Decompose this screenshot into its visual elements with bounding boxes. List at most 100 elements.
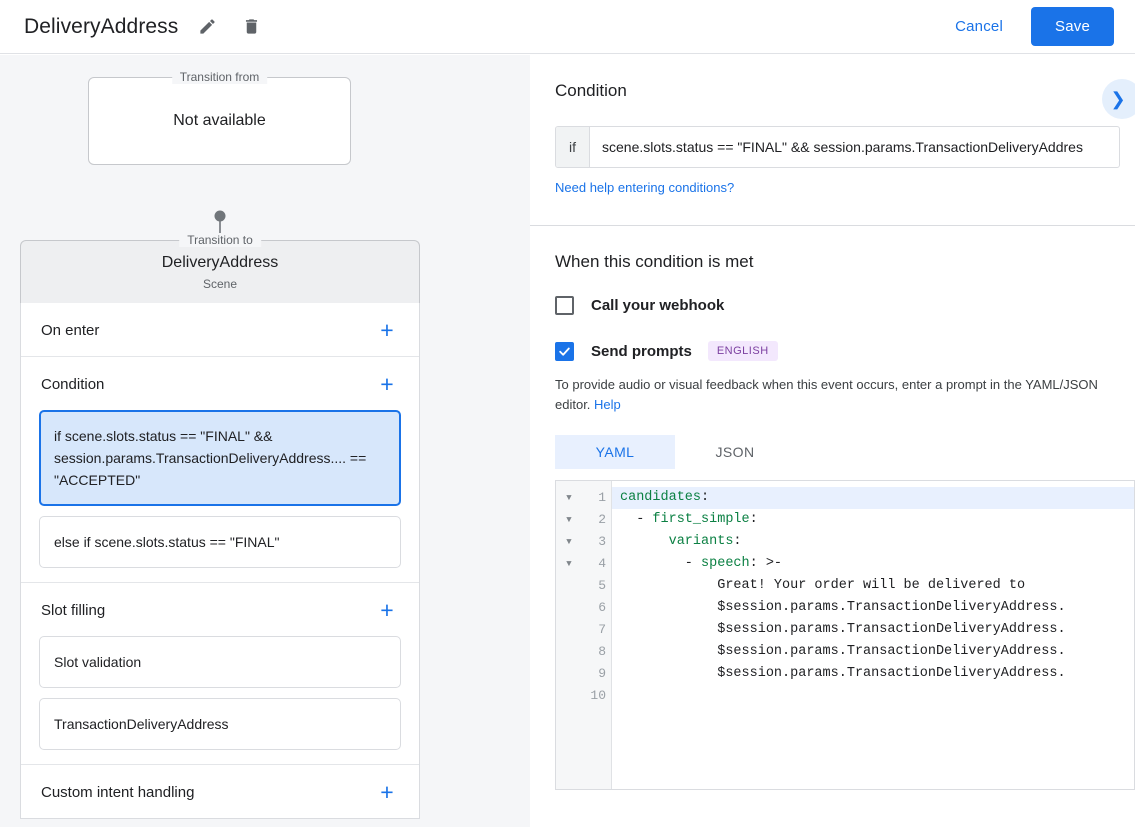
add-icon[interactable]: + <box>380 371 394 397</box>
transition-to-node[interactable]: Transition to DeliveryAddress Scene <box>20 233 420 303</box>
code-token: candidates <box>620 490 702 505</box>
cancel-button[interactable]: Cancel <box>941 9 1017 44</box>
section-condition: Condition + if scene.slots.status == "FINA… <box>21 357 419 583</box>
section-header: Custom intent handling + <box>21 765 419 818</box>
webhook-row: Call your webhook <box>555 296 1135 315</box>
section-title: Condition <box>41 376 105 393</box>
code-token: Great! Your order will be delivered to <box>620 578 1026 593</box>
send-prompts-label: Send prompts <box>591 342 692 360</box>
tab-yaml[interactable]: YAML <box>555 435 675 469</box>
section-divider <box>530 225 1135 226</box>
line-number: 5 <box>598 578 606 593</box>
code-token: variants <box>668 534 734 549</box>
add-icon[interactable]: + <box>380 317 394 343</box>
prompts-note-text: To provide audio or visual feedback when… <box>555 377 1098 412</box>
right-panel: Condition ❯ if Need help entering condit… <box>530 55 1135 827</box>
save-button[interactable]: Save <box>1031 7 1114 46</box>
page-title: DeliveryAddress <box>24 14 179 38</box>
fold-arrow-icon[interactable]: ▼ <box>566 537 572 547</box>
line-number: 2 <box>598 512 606 527</box>
code-line[interactable]: variants: <box>612 531 1134 553</box>
section-custom-intent-handling: Custom intent handling + <box>21 765 419 818</box>
code-line[interactable]: Great! Your order will be delivered to <box>612 575 1134 597</box>
code-line[interactable]: $session.params.TransactionDeliveryAddre… <box>612 663 1134 685</box>
line-number: 3 <box>598 534 606 549</box>
section-title: Custom intent handling <box>41 784 195 801</box>
code-token: : <box>749 512 758 527</box>
editor-code-area[interactable]: candidates: - first_simple: variants: - … <box>612 481 1134 789</box>
condition-input-row: if <box>555 126 1120 168</box>
topbar-actions: Cancel Save <box>941 7 1135 46</box>
prompts-help-link[interactable]: Help <box>594 397 621 412</box>
send-prompts-row: Send prompts ENGLISH <box>555 341 1135 361</box>
code-line[interactable]: $session.params.TransactionDeliveryAddre… <box>612 619 1134 641</box>
line-number: 1 <box>598 490 606 505</box>
condition-if-label: if <box>556 127 590 167</box>
line-number: 9 <box>598 666 606 681</box>
when-condition-met-heading: When this condition is met <box>555 252 754 271</box>
fold-spacer <box>556 663 582 685</box>
fold-arrow-icon[interactable]: ▼ <box>566 559 572 569</box>
line-number: 8 <box>598 644 606 659</box>
condition-section: Condition ❯ if Need help entering condit… <box>530 55 1135 225</box>
transition-from-legend: Transition from <box>171 70 268 84</box>
send-prompts-checkbox[interactable] <box>555 341 574 361</box>
code-token: : >- <box>749 556 783 571</box>
fold-spacer <box>556 641 582 663</box>
top-app-bar: DeliveryAddress Cancel Save <box>0 0 1135 54</box>
chevron-right-icon[interactable]: ❯ <box>1102 79 1135 119</box>
line-number: 7 <box>598 622 606 637</box>
code-token <box>620 534 669 549</box>
tab-json[interactable]: JSON <box>715 444 755 460</box>
section-title: Slot filling <box>41 602 106 619</box>
call-webhook-checkbox[interactable] <box>555 296 574 315</box>
condition-help-link[interactable]: Need help entering conditions? <box>555 180 735 195</box>
checkmark-icon <box>559 347 570 356</box>
section-title: On enter <box>41 322 100 339</box>
code-line[interactable]: $session.params.TransactionDeliveryAddre… <box>612 641 1134 663</box>
call-webhook-label: Call your webhook <box>591 297 725 314</box>
section-header: Condition + <box>21 357 419 410</box>
code-line[interactable]: $session.params.TransactionDeliveryAddre… <box>612 597 1134 619</box>
list-item[interactable]: TransactionDeliveryAddress <box>39 698 401 750</box>
transition-to-subtitle: Scene <box>202 277 238 291</box>
code-token: speech <box>701 556 750 571</box>
scene-sections-card: On enter + Condition + if scene.slots.status… <box>20 303 420 819</box>
add-icon[interactable]: + <box>380 779 394 805</box>
chevron-glyph: ❯ <box>1110 89 1126 109</box>
transition-to-name: DeliveryAddress <box>161 254 279 271</box>
section-header: On enter + <box>21 303 419 356</box>
fold-spacer <box>556 619 582 641</box>
condition-expression-input[interactable] <box>590 127 1119 167</box>
fold-spacer <box>556 685 582 707</box>
code-line[interactable]: - first_simple: <box>612 509 1134 531</box>
code-token: first_simple <box>652 512 750 527</box>
transition-from-value: Not available <box>173 112 266 129</box>
list-item[interactable]: else if scene.slots.status == "FINAL" <box>39 516 401 568</box>
code-line[interactable] <box>612 685 1134 707</box>
pencil-icon[interactable] <box>192 12 222 42</box>
section-on-enter: On enter + <box>21 303 419 357</box>
code-line[interactable]: candidates: <box>612 487 1134 509</box>
list-item[interactable]: Slot validation <box>39 636 401 688</box>
add-icon[interactable]: + <box>380 597 394 623</box>
trash-icon[interactable] <box>236 12 266 42</box>
list-item[interactable]: if scene.slots.status == "FINAL" && sess… <box>39 410 401 506</box>
fold-arrow-icon[interactable]: ▼ <box>566 493 572 503</box>
code-token: : <box>701 490 710 505</box>
code-token: : <box>733 534 742 549</box>
code-token: - <box>620 556 702 571</box>
transition-from-node[interactable]: Transition from Not available <box>88 70 351 165</box>
code-token: $session.params.TransactionDeliveryAddre… <box>620 622 1066 637</box>
fold-arrow-icon[interactable]: ▼ <box>566 515 572 525</box>
line-number: 6 <box>598 600 606 615</box>
section-header: Slot filling + <box>21 583 419 636</box>
editor-fold-gutter[interactable]: ▼ ▼ ▼ ▼ <box>556 481 582 789</box>
language-badge: ENGLISH <box>707 341 778 361</box>
code-line[interactable]: - speech: >- <box>612 553 1134 575</box>
condition-heading: Condition <box>555 81 627 100</box>
prompts-note: To provide audio or visual feedback when… <box>555 375 1121 415</box>
